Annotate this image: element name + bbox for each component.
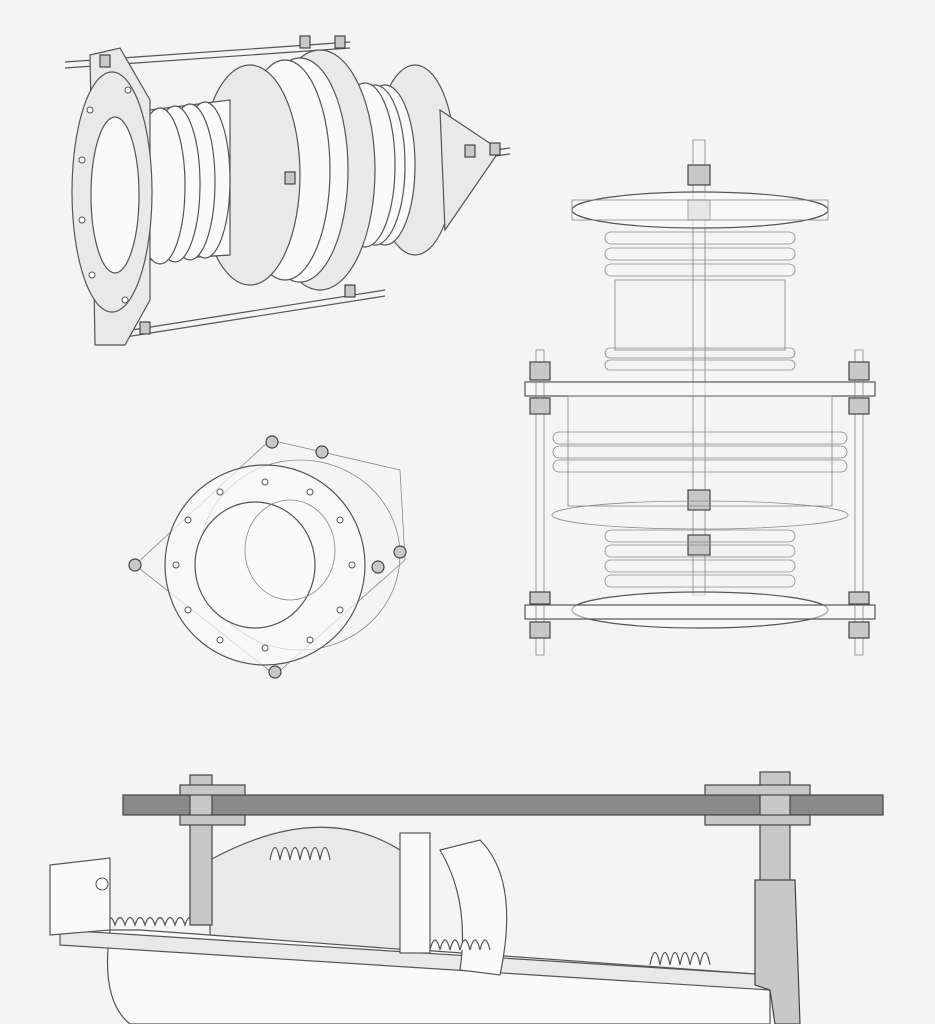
end-lug-right: [754, 879, 801, 1024]
lower-bellows: [604, 529, 796, 588]
pipe-spool: [614, 279, 786, 351]
cutaway-section-joint: [49, 771, 884, 1024]
tie-bar-nuts: [179, 784, 811, 826]
front-elevation-transparent-joint: [524, 139, 876, 656]
flange-section: [439, 839, 508, 976]
top-flange-edge: [571, 199, 829, 221]
side-tie-rod-right: [854, 349, 864, 656]
studs: [128, 435, 407, 679]
bottom-plate: [524, 604, 876, 620]
bolt-holes: [78, 86, 132, 304]
end-flange: [49, 857, 111, 936]
isometric-expansion-joint: [64, 35, 511, 346]
bolt-holes: [172, 478, 356, 652]
lower-flange: [551, 500, 849, 530]
lug-plate: [439, 108, 501, 232]
upper-bellows: [604, 231, 796, 277]
bellows-convolutions: [94, 846, 711, 966]
intermediate-plate: [524, 381, 876, 397]
bolt-hole: [95, 877, 109, 891]
tie-bar: [122, 794, 884, 816]
bellows-housing: [209, 826, 411, 951]
flange-end-view: [128, 435, 407, 679]
flange-bore: [194, 501, 316, 629]
inner-bellows-view: [244, 499, 336, 601]
side-nuts: [529, 361, 870, 639]
flange-bore: [90, 116, 140, 274]
center-bellows: [552, 431, 848, 473]
side-tie-rod-left: [535, 349, 545, 656]
middle-bellows: [604, 347, 796, 371]
top-flange: [571, 191, 829, 229]
nuts: [99, 35, 501, 335]
nut: [687, 489, 711, 511]
intermediate-lug: [399, 832, 431, 954]
vertical-bracket-left: [189, 774, 213, 926]
nut: [687, 164, 711, 186]
center-housing: [567, 395, 833, 507]
